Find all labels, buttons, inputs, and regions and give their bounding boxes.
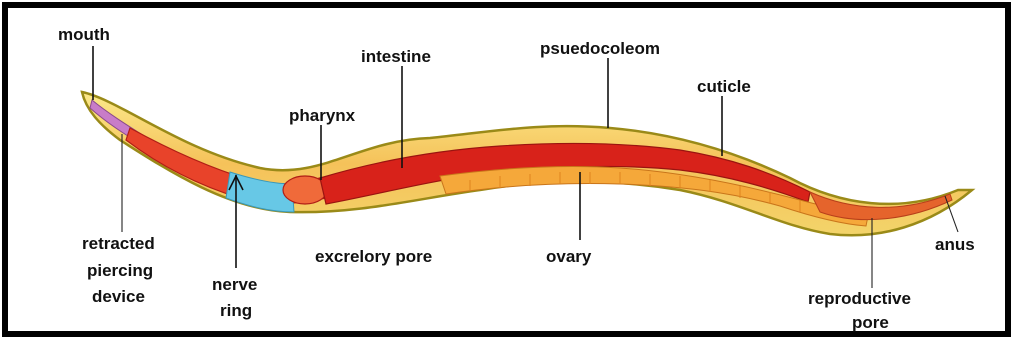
label-intestine: intestine xyxy=(361,47,431,66)
label-cuticle: cuticle xyxy=(697,77,751,96)
label-nerve-line1: nerve xyxy=(212,275,257,294)
label-nerve-line2: ring xyxy=(220,301,252,320)
label-ovary: ovary xyxy=(546,247,592,266)
label-reproductive-line1: reproductive xyxy=(808,289,911,308)
label-mouth: mouth xyxy=(58,25,110,44)
label-retracted-line2: piercing xyxy=(87,261,153,280)
label-psuedocoleom: psuedocoleom xyxy=(540,39,660,58)
label-retracted-line1: retracted xyxy=(82,234,155,253)
label-anus: anus xyxy=(935,235,975,254)
label-reproductive-line2: pore xyxy=(852,313,889,332)
label-excretory-pore: excrelory pore xyxy=(315,247,432,266)
label-pharynx: pharynx xyxy=(289,106,356,125)
label-retracted-line3: device xyxy=(92,287,145,306)
